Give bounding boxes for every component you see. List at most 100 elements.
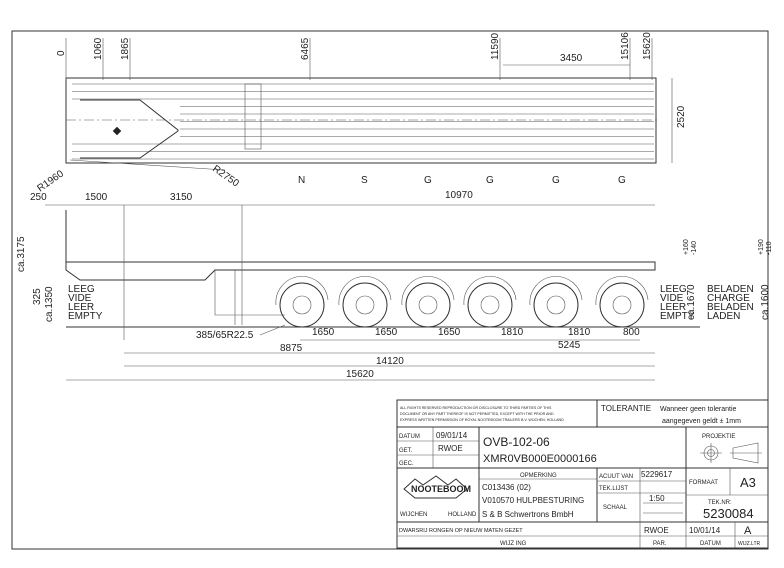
- formaat-label: FORMAAT: [689, 480, 718, 486]
- axle-dim: 1650: [438, 327, 461, 338]
- axle-dim: 800: [623, 327, 640, 338]
- wheel: [533, 282, 579, 328]
- wheel-hub: [480, 295, 500, 315]
- rights-line-2: DOCUMENT OR ANY PART THEREOF IS NOT PERM…: [400, 412, 554, 416]
- wijziging-label: WIJZ ING: [500, 541, 527, 547]
- radius-front: R1960: [35, 168, 66, 194]
- axle-letter: G: [618, 175, 626, 186]
- mudguard: [529, 276, 583, 306]
- side-view: ca.3175 325 ca.1350 LEEGVIDELEEREMPTYLEE…: [16, 205, 773, 381]
- projektie-label: PROJEKTIE: [702, 434, 735, 440]
- wheel: [342, 282, 388, 328]
- dim-2520: 2520: [676, 105, 687, 128]
- wheel: [599, 282, 645, 328]
- change-par: RWOE: [644, 526, 669, 535]
- drawing-title-2: XMR0VB000E0000166: [483, 453, 597, 465]
- acuut-label: ACUUT VAN: [599, 474, 633, 480]
- mudguard: [338, 276, 392, 306]
- row-dim-10970: 10970: [445, 190, 473, 201]
- empty-label: EMPTY: [660, 311, 695, 322]
- get-label: GET.: [399, 448, 413, 454]
- wijzltr-label: WIJZ.LTR: [738, 541, 761, 547]
- top-dim-label: 15620: [642, 32, 653, 60]
- axle-letter: N: [298, 175, 305, 186]
- drawing-frame: [11, 30, 769, 550]
- dim-5245: 5245: [558, 340, 581, 351]
- change-letter: A: [744, 525, 752, 537]
- mudguard: [595, 276, 649, 306]
- row-dim-250: 250: [30, 192, 47, 203]
- opmerking-line-2: V010570 HULPBESTURING: [482, 496, 584, 505]
- empty-label: LEEG: [68, 284, 95, 295]
- axle-letter: G: [552, 175, 560, 186]
- rights-line-1: ALL RIGHTS RESERVED REPRODUCTION OR DISC…: [400, 406, 552, 410]
- change-text: DWARSRIJ RONGEN OP NIEUW MATEN GEZET: [399, 528, 523, 534]
- nooteboom-logo: NOOTEBOOM: [403, 475, 471, 499]
- row-dim-1500: 1500: [85, 192, 108, 203]
- datum2-label: DATUM: [700, 541, 721, 547]
- datum-value: 09/01/14: [436, 431, 468, 440]
- laden-label: CHARGE: [707, 293, 750, 304]
- axle-letter: G: [486, 175, 494, 186]
- empty-label: LEER: [68, 302, 94, 313]
- tol-1670-plus: +160: [683, 239, 690, 255]
- tol-1600-plus: +190: [758, 239, 765, 255]
- deck-side: [65, 261, 656, 281]
- mudguard: [401, 276, 455, 306]
- teknr-value: 5230084: [703, 506, 754, 521]
- height-1350: ca.1350: [44, 286, 55, 322]
- opmerking-line-3: S & B Schwertrons BmbH: [482, 510, 574, 519]
- datum-label: DATUM: [399, 434, 420, 440]
- laden-label: BELADEN: [707, 284, 754, 295]
- row-dim-3150: 3150: [170, 192, 193, 203]
- empty-label: LEEG: [660, 284, 687, 295]
- city: WIJCHEN: [400, 512, 427, 518]
- radius-kingpin: R2750: [210, 163, 241, 189]
- top-dim-label: 11590: [490, 32, 501, 60]
- wheel: [405, 282, 451, 328]
- wheel-hub: [418, 295, 438, 315]
- title-block: ALL RIGHTS RESERVED REPRODUCTION OR DISC…: [396, 399, 769, 549]
- axle-letter: S: [361, 175, 368, 186]
- trailer-outline-top: [65, 77, 657, 164]
- wheel: [279, 282, 325, 328]
- height-3175: ca.3175: [16, 236, 27, 272]
- schaal-value: 1:50: [649, 494, 665, 503]
- dim-15620: 15620: [346, 369, 374, 380]
- opmerking-line-1: C013436 (02): [482, 483, 531, 492]
- get-value: RWOE: [438, 444, 463, 453]
- tolerantie-label: TOLERANTIE: [601, 404, 651, 413]
- empty-label: EMPTY: [68, 311, 103, 322]
- tolerantie-text-2: aangegeven geldt ± 1mm: [662, 418, 741, 425]
- height-1600: ca.1600: [760, 284, 771, 320]
- top-dim-label: 6465: [300, 37, 311, 60]
- tol-1670-minus: -140: [691, 241, 698, 255]
- empty-label: VIDE: [68, 293, 92, 304]
- laden-label: BELADEN: [707, 302, 754, 313]
- projection-symbol-icon: [700, 442, 762, 464]
- laden-label: LADEN: [707, 311, 740, 322]
- empty-label: LEER: [660, 302, 686, 313]
- dim-3450: 3450: [560, 53, 583, 64]
- dim-8875: 8875: [280, 343, 303, 354]
- axle-letter: G: [424, 175, 432, 186]
- tolerantie-text-1: Wanneer geen tolerantie: [660, 406, 737, 413]
- top-dim-label: 1865: [120, 37, 131, 60]
- acuut-value: 5229617: [641, 470, 673, 479]
- wheel-hub: [546, 295, 566, 315]
- dim-14120: 14120: [376, 356, 404, 367]
- formaat-value: A3: [740, 475, 756, 490]
- axle-dim: 1650: [375, 327, 398, 338]
- country: HOLLAND: [448, 512, 477, 518]
- opmerking-label: OPMERKING: [520, 473, 557, 479]
- axle-dim: 1650: [312, 327, 335, 338]
- empty-label: VIDE: [660, 293, 684, 304]
- rights-line-3: EXPRESS WRITTEN PERMISSION OF ROYAL NOOT…: [400, 418, 564, 422]
- wheel: [467, 282, 513, 328]
- tyre-size: 385/65R22.5: [196, 330, 254, 341]
- gec-label: GEC.: [399, 461, 414, 467]
- axle-dim: 1810: [568, 327, 591, 338]
- top-dim-label: 1060: [93, 37, 104, 60]
- axle-dim: 1810: [501, 327, 524, 338]
